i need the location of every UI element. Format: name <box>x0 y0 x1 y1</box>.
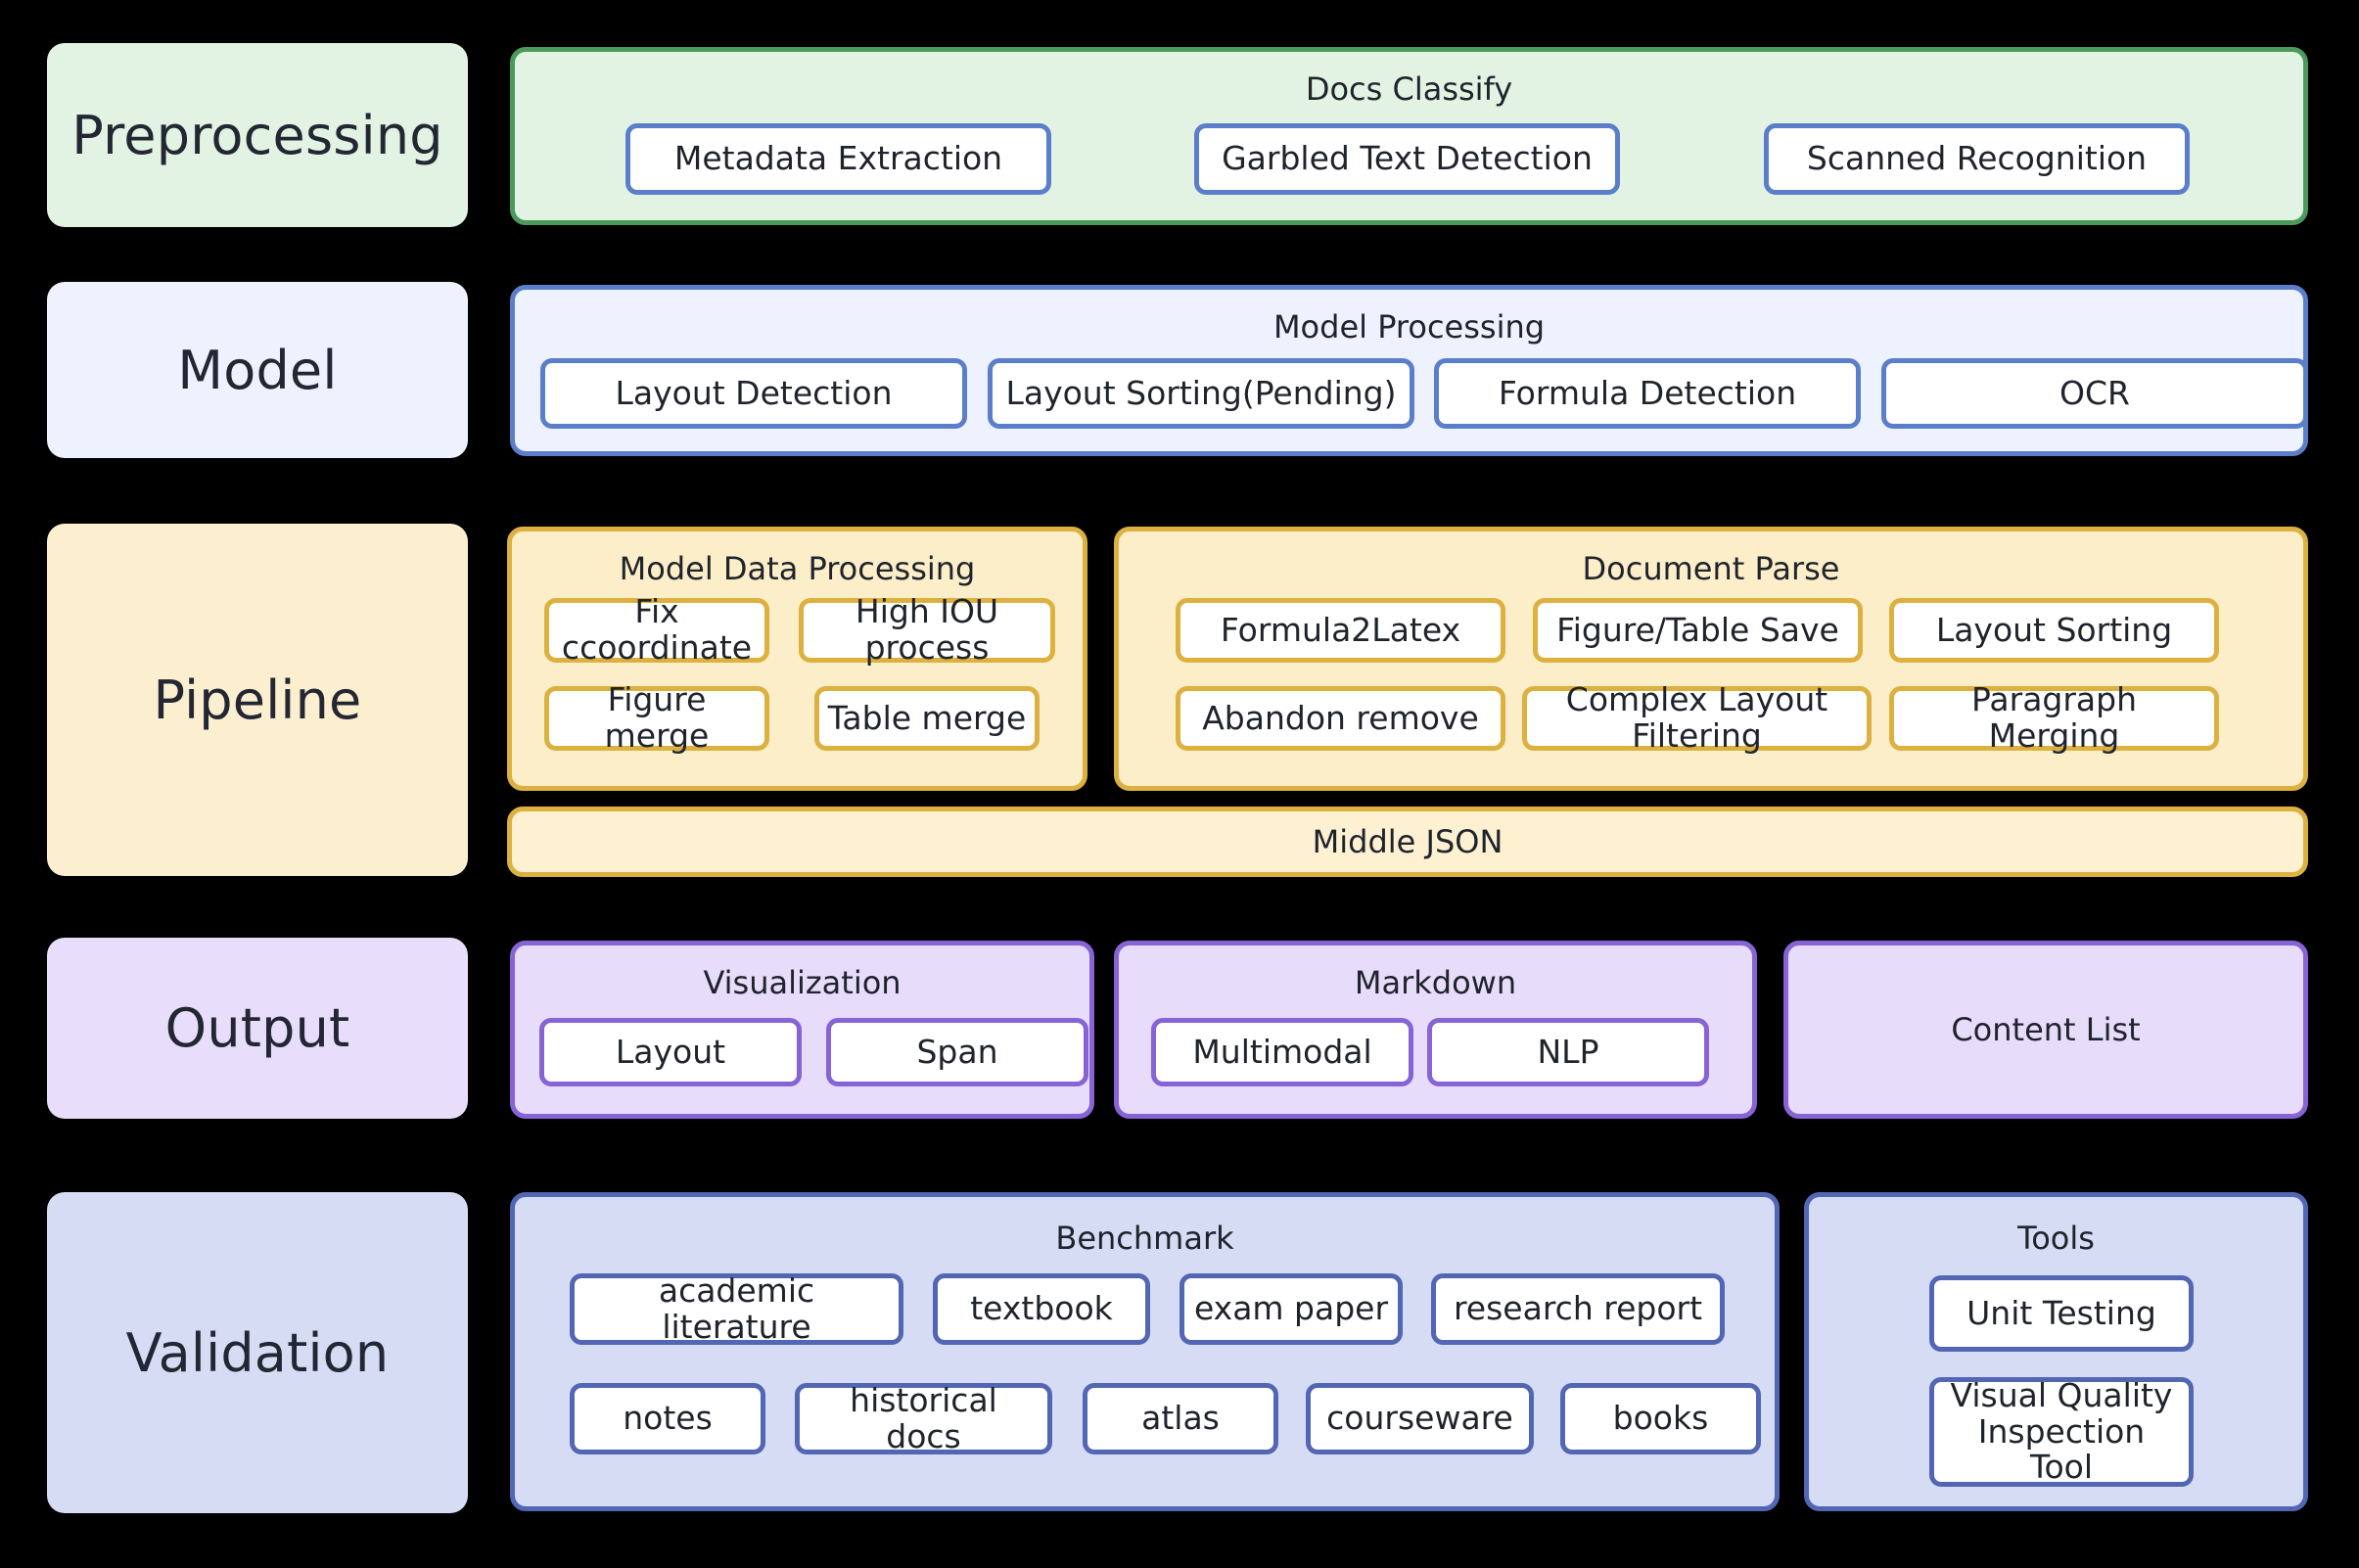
chip-books[interactable]: books <box>1560 1383 1761 1454</box>
chip-abandon-remove[interactable]: Abandon remove <box>1176 686 1505 751</box>
chip-complex-layout-filtering[interactable]: Complex Layout Filtering <box>1522 681 1872 754</box>
group-markdown: Markdown Multimodal NLP <box>1114 941 1757 1119</box>
chip-ocr[interactable]: OCR <box>1881 358 2308 429</box>
group-docs-classify: Docs Classify Metadata Extraction Garble… <box>510 47 2308 225</box>
chip-unit-testing[interactable]: Unit Testing <box>1929 1275 2194 1352</box>
chip-metadata-extraction[interactable]: Metadata Extraction <box>625 123 1051 195</box>
group-title-tools: Tools <box>2017 1220 2095 1257</box>
chip-historical-docs[interactable]: historical docs <box>795 1382 1052 1454</box>
chip-layout-sorting-pending[interactable]: Layout Sorting(Pending) <box>988 358 1414 429</box>
chip-formula2latex[interactable]: Formula2Latex <box>1176 598 1505 663</box>
chip-notes[interactable]: notes <box>570 1383 765 1454</box>
group-title-model-data-processing: Model Data Processing <box>619 550 976 587</box>
group-document-parse: Document Parse Formula2Latex Figure/Tabl… <box>1114 527 2308 791</box>
group-title-benchmark: Benchmark <box>1055 1220 1234 1257</box>
chip-layout-sorting[interactable]: Layout Sorting <box>1889 598 2219 663</box>
chip-multimodal[interactable]: Multimodal <box>1151 1018 1413 1086</box>
chip-figure-table-save[interactable]: Figure/Table Save <box>1533 598 1863 663</box>
stage-label-preprocessing: Preprocessing <box>47 43 468 227</box>
group-middle-json: Middle JSON <box>507 807 2308 877</box>
chip-paragraph-merging[interactable]: Paragraph Merging <box>1889 681 2219 754</box>
chip-formula-detection[interactable]: Formula Detection <box>1434 358 1861 429</box>
chip-research-report[interactable]: research report <box>1431 1273 1725 1345</box>
group-model-processing: Model Processing Layout Detection Layout… <box>510 285 2308 456</box>
chip-textbook[interactable]: textbook <box>933 1273 1150 1345</box>
group-benchmark: Benchmark academic literature textbook e… <box>510 1192 1780 1511</box>
chip-span[interactable]: Span <box>826 1018 1088 1086</box>
chip-exam-paper[interactable]: exam paper <box>1180 1273 1403 1345</box>
chip-garbled-text-detection[interactable]: Garbled Text Detection <box>1194 123 1620 195</box>
stage-label-validation: Validation <box>47 1192 468 1513</box>
chip-nlp[interactable]: NLP <box>1427 1018 1709 1086</box>
group-title-document-parse: Document Parse <box>1582 550 1840 587</box>
stage-label-model: Model <box>47 282 468 458</box>
group-title-markdown: Markdown <box>1354 964 1517 1001</box>
chip-academic-literature[interactable]: academic literature <box>570 1272 903 1345</box>
stage-label-output: Output <box>47 938 468 1119</box>
group-title-docs-classify: Docs Classify <box>1305 70 1513 108</box>
stage-label-pipeline: Pipeline <box>47 524 468 876</box>
group-model-data-processing: Model Data Processing Fix ccoordinate Hi… <box>507 527 1087 791</box>
chip-atlas[interactable]: atlas <box>1083 1383 1278 1454</box>
group-title-visualization: Visualization <box>703 964 902 1001</box>
group-title-content-list: Content List <box>1951 1011 2141 1048</box>
chip-figure-merge[interactable]: Figure merge <box>544 681 769 754</box>
chip-scanned-recognition[interactable]: Scanned Recognition <box>1764 123 2190 195</box>
chip-layout[interactable]: Layout <box>539 1018 802 1086</box>
chip-courseware[interactable]: courseware <box>1306 1383 1534 1454</box>
chip-fix-ccoordinate[interactable]: Fix ccoordinate <box>544 593 769 666</box>
group-title-model-processing: Model Processing <box>1272 308 1546 346</box>
chip-visual-quality-inspection-tool[interactable]: Visual Quality Inspection Tool <box>1929 1377 2194 1487</box>
chip-high-iou-process[interactable]: High IOU process <box>799 593 1055 666</box>
chip-layout-detection[interactable]: Layout Detection <box>540 358 967 429</box>
chip-table-merge[interactable]: Table merge <box>814 686 1040 751</box>
group-tools: Tools Unit Testing Visual Quality Inspec… <box>1804 1192 2308 1511</box>
group-visualization: Visualization Layout Span <box>510 941 1094 1119</box>
group-content-list: Content List <box>1783 941 2308 1119</box>
group-title-middle-json: Middle JSON <box>1312 823 1503 860</box>
